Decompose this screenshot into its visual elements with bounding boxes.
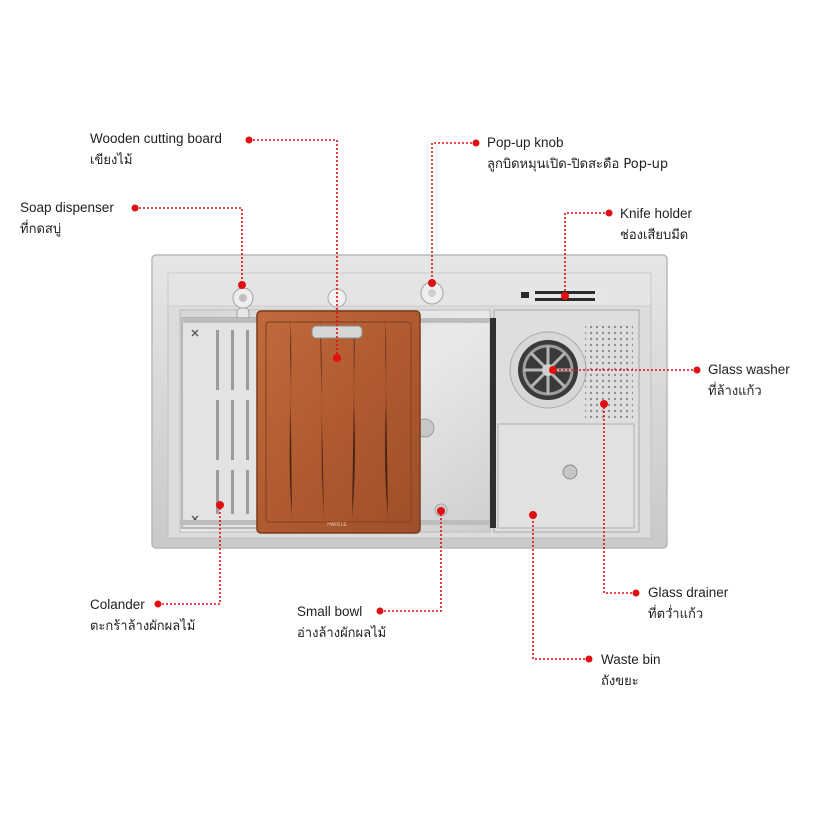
label-soap-dispenser-en: Soap dispenser <box>20 200 114 215</box>
label-glass-drainer: Glass drainer ที่ตว่ำแก้ว <box>648 585 728 623</box>
wooden-cutting-board: HAFELE <box>256 310 421 534</box>
leader-glass-drainer <box>603 404 636 594</box>
leader-waste-bin <box>532 515 589 660</box>
leader-small-bowl <box>380 511 442 612</box>
label-pop-up-knob-th: ลูกบิดหมุนเปิด-ปิดสะดือ Pop-up <box>487 157 669 173</box>
label-knife-holder: Knife holder ช่องเสียบมีด <box>620 206 692 244</box>
label-knife-holder-th: ช่องเสียบมีด <box>620 228 689 244</box>
leader-lines <box>135 139 697 660</box>
dot-glass-drainer-target <box>600 400 608 408</box>
label-glass-washer-th: ที่ล้างแก้ว <box>708 384 762 400</box>
dot-soap-dispenser-target <box>238 281 246 289</box>
dot-soap-dispenser-label <box>131 204 139 212</box>
dot-colander-label <box>154 600 162 608</box>
label-waste-bin-en: Waste bin <box>601 652 661 667</box>
label-soap-dispenser: Soap dispenser ที่กดสบู่ <box>20 200 114 238</box>
dot-glass-washer-label <box>693 366 701 374</box>
leader-colander <box>158 505 221 605</box>
label-small-bowl-th: อ่างล้างผักผลไม้ <box>297 626 387 642</box>
leader-pop-up-knob <box>431 142 476 283</box>
colander <box>181 317 259 529</box>
dot-wooden-cutting-board-target <box>333 354 341 362</box>
label-glass-washer: Glass washer ที่ล้างแก้ว <box>708 362 790 400</box>
dot-small-bowl-target <box>437 507 445 515</box>
label-knife-holder-en: Knife holder <box>620 206 693 221</box>
dot-colander-target <box>216 501 224 509</box>
leader-wooden-cutting-board <box>249 139 338 358</box>
leader-knife-holder <box>564 212 609 296</box>
label-pop-up-knob-en: Pop-up knob <box>487 135 564 150</box>
label-glass-drainer-en: Glass drainer <box>648 585 729 600</box>
brand-mark: HAFELE <box>327 522 347 528</box>
dot-waste-bin-target <box>529 511 537 519</box>
label-pop-up-knob: Pop-up knob ลูกบิดหมุนเปิด-ปิดสะดือ Pop-… <box>487 135 668 173</box>
waste-bin <box>497 423 635 529</box>
label-wooden-cutting-board-en: Wooden cutting board <box>90 131 222 146</box>
leader-dots <box>131 136 701 663</box>
label-glass-washer-en: Glass washer <box>708 362 790 377</box>
label-colander-en: Colander <box>90 597 145 612</box>
label-colander: Colander ตะกร้าล้างผักผลไม้ <box>90 597 195 635</box>
pop-up-knob <box>420 281 444 305</box>
dot-knife-holder-target <box>561 292 569 300</box>
label-small-bowl: Small bowl อ่างล้างผักผลไม้ <box>297 604 386 642</box>
dot-wooden-cutting-board-label <box>245 136 253 144</box>
label-wooden-cutting-board: Wooden cutting board เขียงไม้ <box>90 131 222 169</box>
glass-washer <box>509 331 587 409</box>
dot-pop-up-knob-target <box>428 279 436 287</box>
label-small-bowl-en: Small bowl <box>297 604 363 619</box>
label-glass-drainer-th: ที่ตว่ำแก้ว <box>648 607 704 623</box>
label-waste-bin-th: ถังขยะ <box>601 674 639 690</box>
dot-glass-washer-target <box>549 366 557 374</box>
dot-knife-holder-label <box>605 209 613 217</box>
dot-waste-bin-label <box>585 655 593 663</box>
label-waste-bin: Waste bin ถังขยะ <box>601 652 661 690</box>
label-soap-dispenser-th: ที่กดสบู่ <box>20 222 62 238</box>
dot-small-bowl-label <box>376 607 384 615</box>
label-wooden-cutting-board-th: เขียงไม้ <box>90 153 133 169</box>
label-colander-th: ตะกร้าล้างผักผลไม้ <box>90 619 196 635</box>
dot-glass-drainer-label <box>632 589 640 597</box>
dot-pop-up-knob-label <box>472 139 480 147</box>
